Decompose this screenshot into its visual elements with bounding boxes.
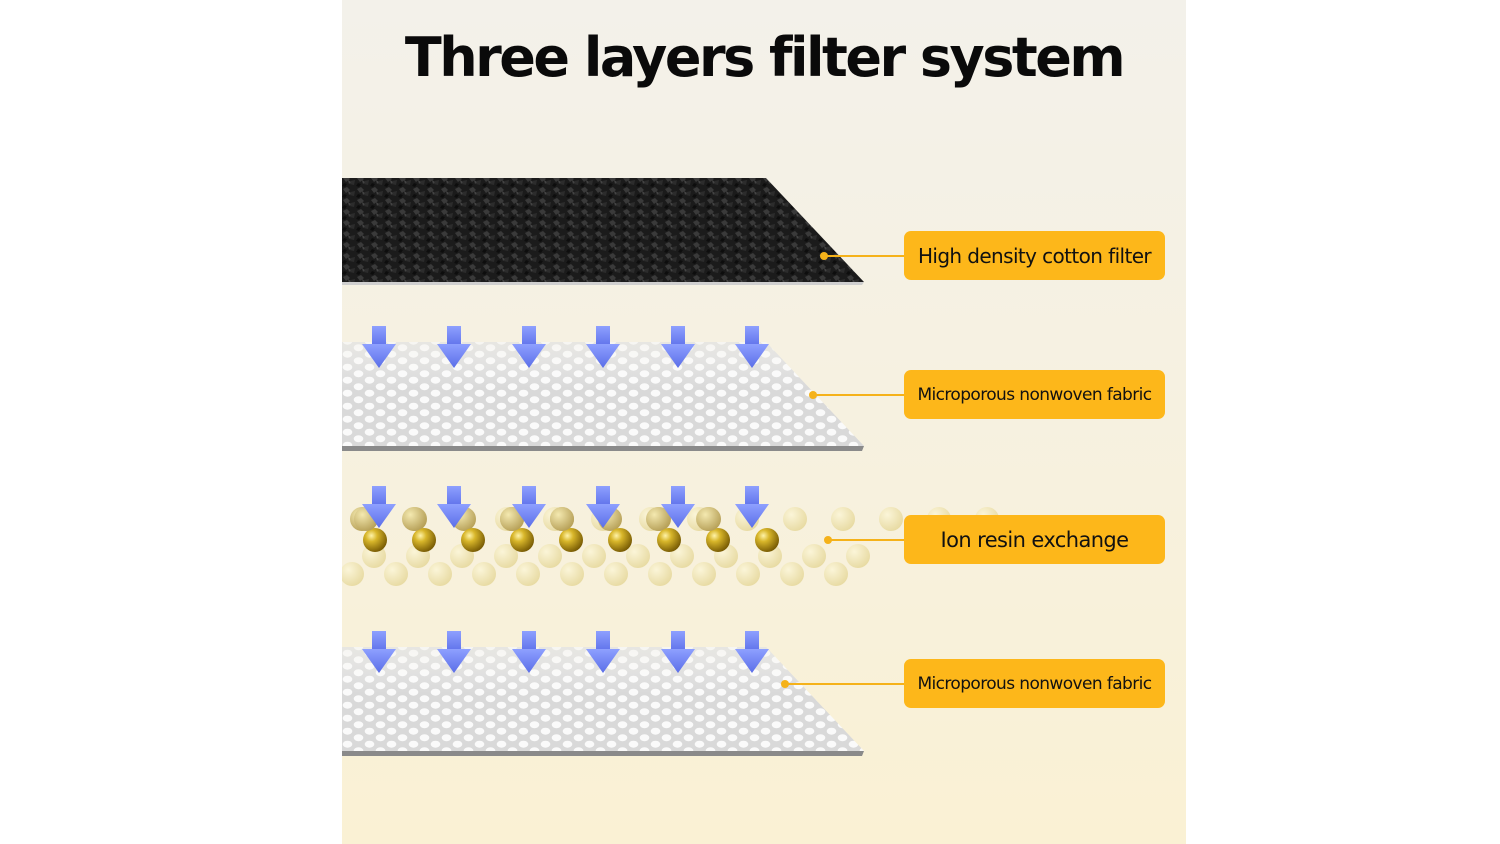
nonwoven-fabric-layer-1	[342, 342, 864, 451]
leader-lines	[781, 252, 904, 688]
product-image-panel: Three layers filter system High density …	[342, 0, 1186, 844]
resin-beads-layer	[342, 507, 999, 586]
label-nonwoven-fabric-2: Microporous nonwoven fabric	[904, 659, 1165, 708]
cotton-filter-layer	[342, 178, 864, 285]
label-nonwoven-fabric-1: Microporous nonwoven fabric	[904, 370, 1165, 419]
page-title: Three layers filter system	[404, 26, 1126, 89]
filter-layers-illustration	[342, 178, 999, 756]
label-ion-resin: Ion resin exchange	[904, 515, 1165, 564]
nonwoven-fabric-layer-2	[342, 647, 864, 756]
label-cotton-filter: High density cotton filter	[904, 231, 1165, 280]
